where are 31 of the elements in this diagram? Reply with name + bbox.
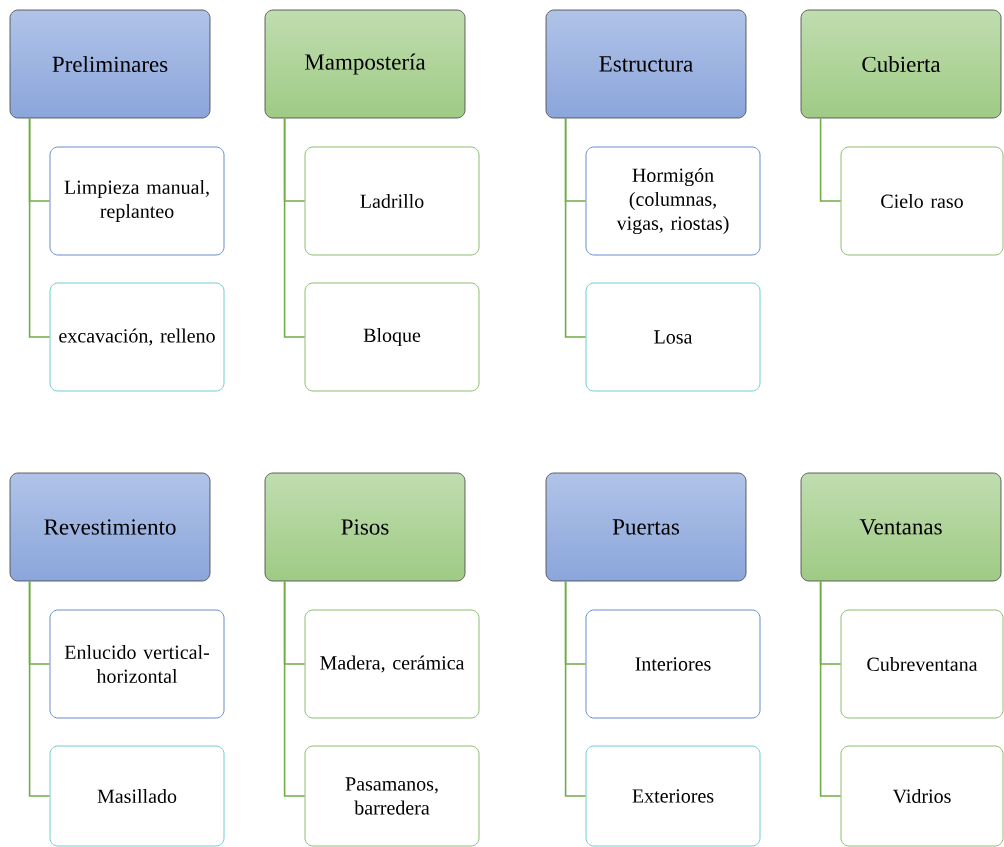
category-box: Cubierta (800, 9, 1002, 119)
connector (28, 580, 51, 797)
item-box: Limpieza manual, replanteo (49, 146, 225, 256)
item-box: Masillado (49, 745, 225, 847)
item-box: Ladrillo (304, 146, 480, 256)
item-box: Interiores (585, 609, 761, 719)
item-box: Hormigón (columnas, vigas, riostas) (585, 146, 761, 256)
category-box: Pisos (264, 472, 466, 582)
connector (283, 580, 306, 797)
item-box: Enlucido vertical-horizontal (49, 609, 225, 719)
item-box: Exteriores (585, 745, 761, 847)
item-box: Cielo raso (840, 146, 1004, 256)
connector (819, 117, 842, 202)
item-box: Madera, cerámica (304, 609, 480, 719)
category-box: Puertas (545, 472, 747, 582)
item-box: excavación, relleno (49, 282, 225, 392)
item-box: Bloque (304, 282, 480, 392)
connector (564, 580, 587, 797)
connector (28, 117, 51, 338)
category-box: Revestimiento (9, 472, 211, 582)
category-box: Estructura (545, 9, 747, 119)
category-box: Mampostería (264, 9, 466, 119)
item-box: Cubreventana (840, 609, 1004, 719)
connector (819, 580, 842, 797)
item-box: Losa (585, 282, 761, 392)
item-box: Pasamanos, barredera (304, 745, 480, 847)
connector (283, 117, 306, 338)
category-box: Ventanas (800, 472, 1002, 582)
category-box: Preliminares (9, 9, 211, 119)
connector (564, 117, 587, 338)
item-box: Vidrios (840, 745, 1004, 847)
